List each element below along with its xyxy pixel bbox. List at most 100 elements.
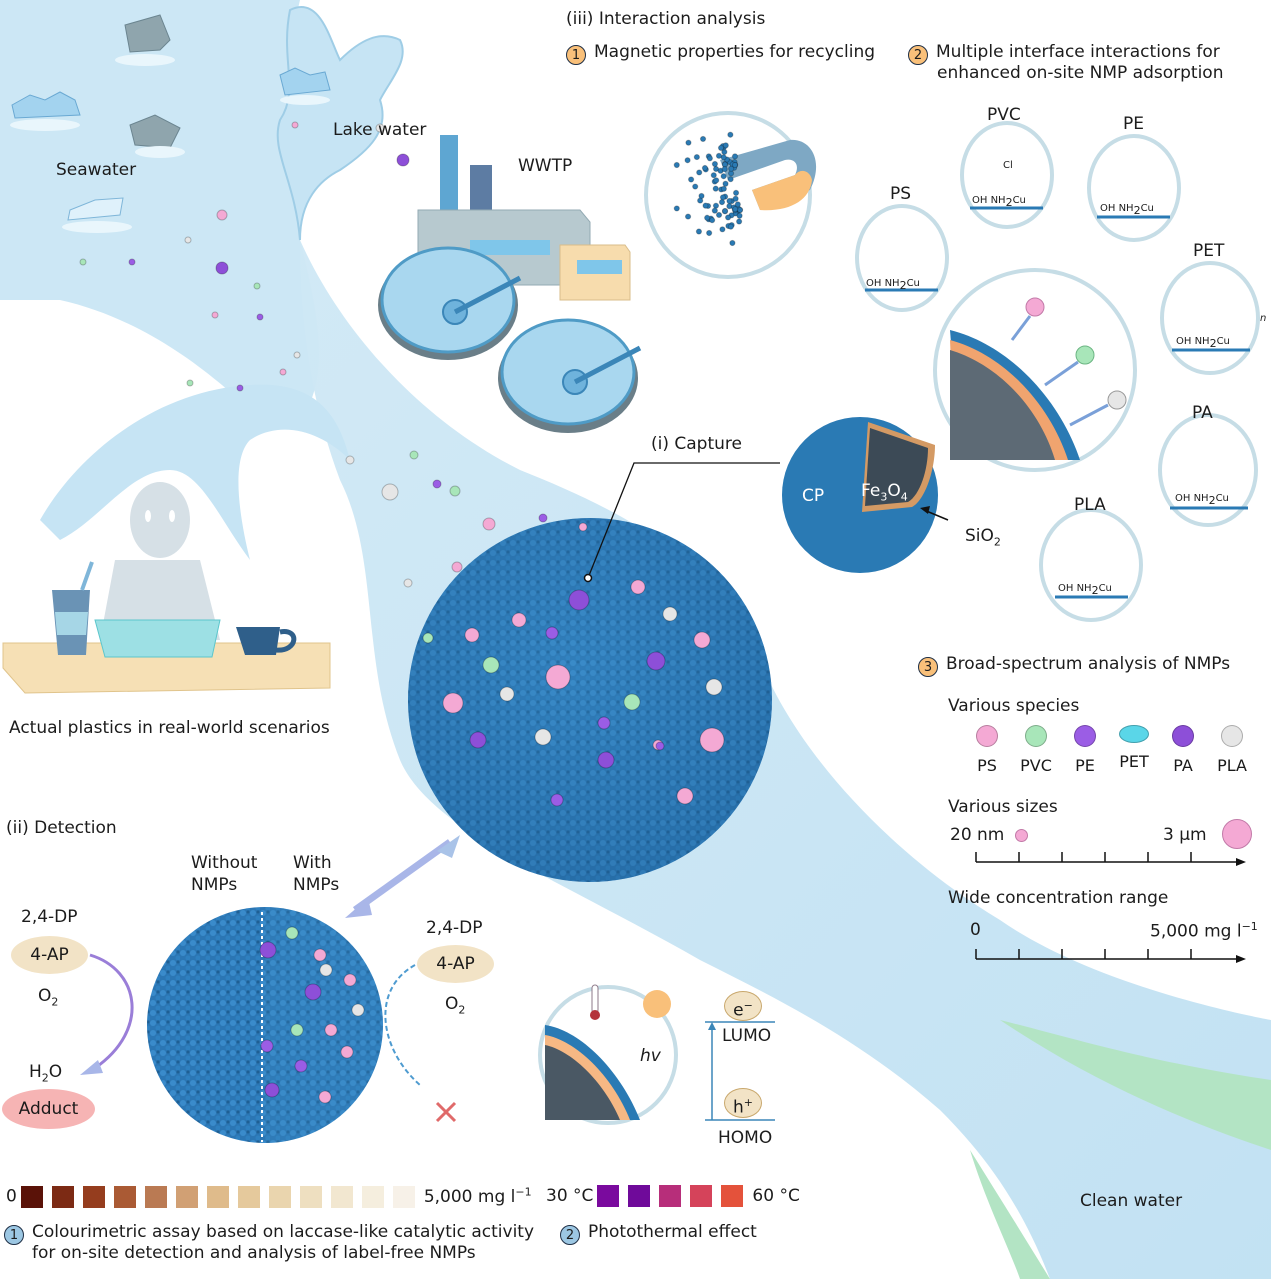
homo-label: HOMO xyxy=(718,1128,773,1148)
captured-particle xyxy=(662,606,678,622)
stream-particle xyxy=(409,450,419,460)
magnetic-nanoparticle xyxy=(709,217,716,224)
right-reagent-label: 2,4-DP xyxy=(426,918,483,938)
magnetic-nanoparticle xyxy=(712,202,720,209)
colour-swatch-5 xyxy=(175,1185,198,1208)
step-number-badge: 1 xyxy=(4,1225,24,1245)
colour-scale: 0 5,000 mg l−1 xyxy=(6,1185,532,1208)
captured-particle xyxy=(422,632,434,644)
temperature-max: 60 °C xyxy=(752,1186,800,1206)
no-reaction-cross-icon xyxy=(435,1101,457,1123)
detected-particle xyxy=(313,948,327,962)
magnetic-nanoparticle xyxy=(731,153,739,160)
without-nmps-line2: NMPs xyxy=(191,875,238,895)
stream-particle xyxy=(381,483,399,501)
stream-particle xyxy=(538,513,548,523)
left-oxygen-label: O2 xyxy=(38,986,59,1009)
main-stream xyxy=(300,240,1271,1279)
surface-groups-pla: OH NH2Cu xyxy=(1058,583,1112,597)
magnetic-nanoparticle xyxy=(727,223,734,230)
thermometer-icon xyxy=(590,984,600,1020)
green-bank-upper xyxy=(1000,1020,1271,1150)
colour-swatch-0 xyxy=(20,1185,43,1208)
captured-particle xyxy=(699,727,725,753)
electron-badge: e− xyxy=(724,991,762,1021)
captured-particle xyxy=(655,741,665,751)
sun-icon xyxy=(643,990,671,1018)
lake-bottle-icon xyxy=(279,67,331,105)
stream-particle xyxy=(403,578,413,588)
species-icon-pa xyxy=(1172,725,1194,747)
captured-particle xyxy=(597,751,615,769)
colour-scale-max: 5,000 mg l−1 xyxy=(423,1185,532,1207)
magnetic-nanoparticle xyxy=(729,239,736,247)
polymer-label-pa: PA xyxy=(1192,403,1213,423)
hole-badge: h+ xyxy=(724,1088,762,1118)
colour-swatch-8 xyxy=(268,1185,291,1208)
species-icon-pet xyxy=(1119,725,1149,743)
ps-structure-circle xyxy=(855,204,949,312)
stream-particle xyxy=(184,236,192,244)
magnetic-nanoparticle xyxy=(732,195,739,202)
magnetic-nanoparticle xyxy=(720,173,727,180)
magnetic-nanoparticle xyxy=(673,161,680,169)
with-nmps-line2: NMPs xyxy=(293,875,340,895)
magnetic-nanoparticle xyxy=(736,218,743,225)
double-arrow xyxy=(352,839,453,913)
detected-particle xyxy=(304,983,322,1001)
wwtp-label: WWTP xyxy=(518,156,573,176)
magnetic-nanoparticle xyxy=(711,207,718,214)
colour-scale-min: 0 xyxy=(6,1186,17,1207)
small-particle-icon xyxy=(1015,829,1028,842)
species-label: PVC xyxy=(1020,756,1052,775)
captured-particle xyxy=(545,664,571,690)
seawater-body xyxy=(0,0,319,420)
stream-particle xyxy=(215,261,229,275)
concentration-title: Wide concentration range xyxy=(948,888,1169,908)
magnetic-nanoparticle xyxy=(704,214,711,221)
magnetic-nanoparticle xyxy=(684,213,692,220)
left-reagent-label: 2,4-DP xyxy=(21,907,78,927)
stream-particle xyxy=(256,313,264,321)
detected-particle xyxy=(285,926,299,940)
stream-particle xyxy=(216,209,228,221)
detected-particle xyxy=(351,1003,365,1017)
colour-swatch-12 xyxy=(392,1185,415,1208)
species-label: PE xyxy=(1075,756,1095,775)
detected-particles xyxy=(259,926,365,1104)
polymer-label-pe: PE xyxy=(1123,114,1144,134)
temperature-swatch-4 xyxy=(721,1185,744,1207)
species-icon-pe xyxy=(1074,725,1096,747)
pvc-structure-circle xyxy=(960,121,1054,229)
legend-note-1-line2: for on-site detection and analysis of la… xyxy=(32,1243,476,1263)
step-number-badge: 1 xyxy=(566,45,586,65)
stream-particle xyxy=(128,258,136,266)
interaction-point-3-text: Broad-spectrum analysis of NMPs xyxy=(946,654,1231,674)
captured-particle xyxy=(630,579,646,595)
detected-particle xyxy=(294,1059,308,1073)
temperature-swatch-2 xyxy=(659,1185,682,1207)
lake-water-label: Lake water xyxy=(333,120,427,140)
lumo-label: LUMO xyxy=(722,1026,772,1046)
magnetic-nanoparticle xyxy=(721,166,728,173)
magnetic-nanoparticle xyxy=(718,199,726,206)
magnetic-nanoparticle xyxy=(717,144,725,151)
captured-particle xyxy=(568,589,590,611)
magnetic-nanoparticle xyxy=(715,152,723,159)
magnetic-nanoparticle xyxy=(731,161,739,169)
polymer-label-ps: PS xyxy=(890,184,912,204)
colour-swatch-10 xyxy=(330,1185,353,1208)
repeat-unit-n: n xyxy=(1260,313,1267,324)
axis-arrowhead xyxy=(1236,955,1246,963)
magnetic-nanoparticle xyxy=(712,165,720,173)
captured-particle xyxy=(705,678,723,696)
magnetic-nanoparticle xyxy=(685,139,692,146)
temperature-swatch-3 xyxy=(690,1185,713,1207)
detected-particle xyxy=(340,1045,354,1059)
detected-particle xyxy=(260,1039,274,1053)
magnetic-nanoparticle xyxy=(732,189,740,196)
